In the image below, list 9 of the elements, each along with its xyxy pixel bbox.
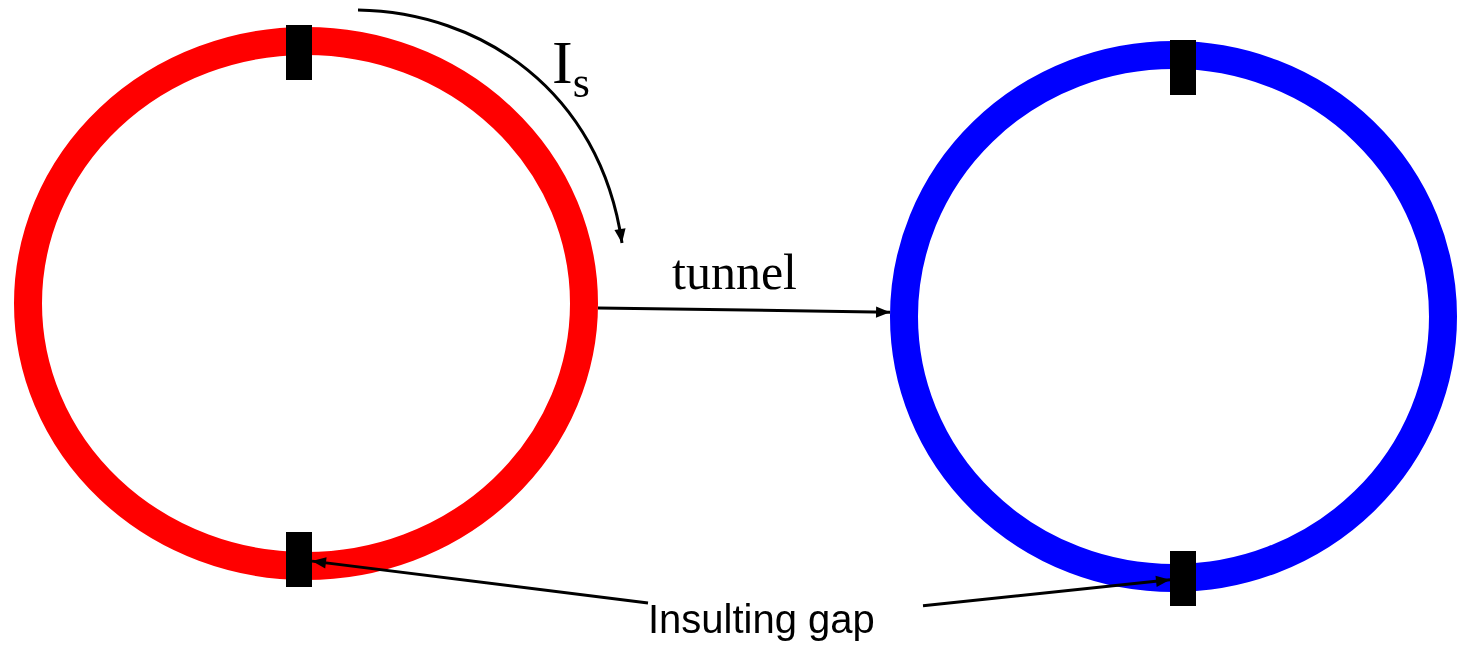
arrow: [597, 306, 891, 318]
leader-line: [922, 575, 1171, 608]
annotation-text: Insulting gap: [648, 597, 876, 641]
junction-bar: [286, 25, 312, 80]
junction-bar: [1170, 551, 1196, 606]
current-label: I$_{s}$: [552, 30, 590, 109]
leader-line: [311, 557, 649, 605]
junction-bar: [1170, 40, 1196, 95]
junction-bar: [286, 532, 312, 587]
